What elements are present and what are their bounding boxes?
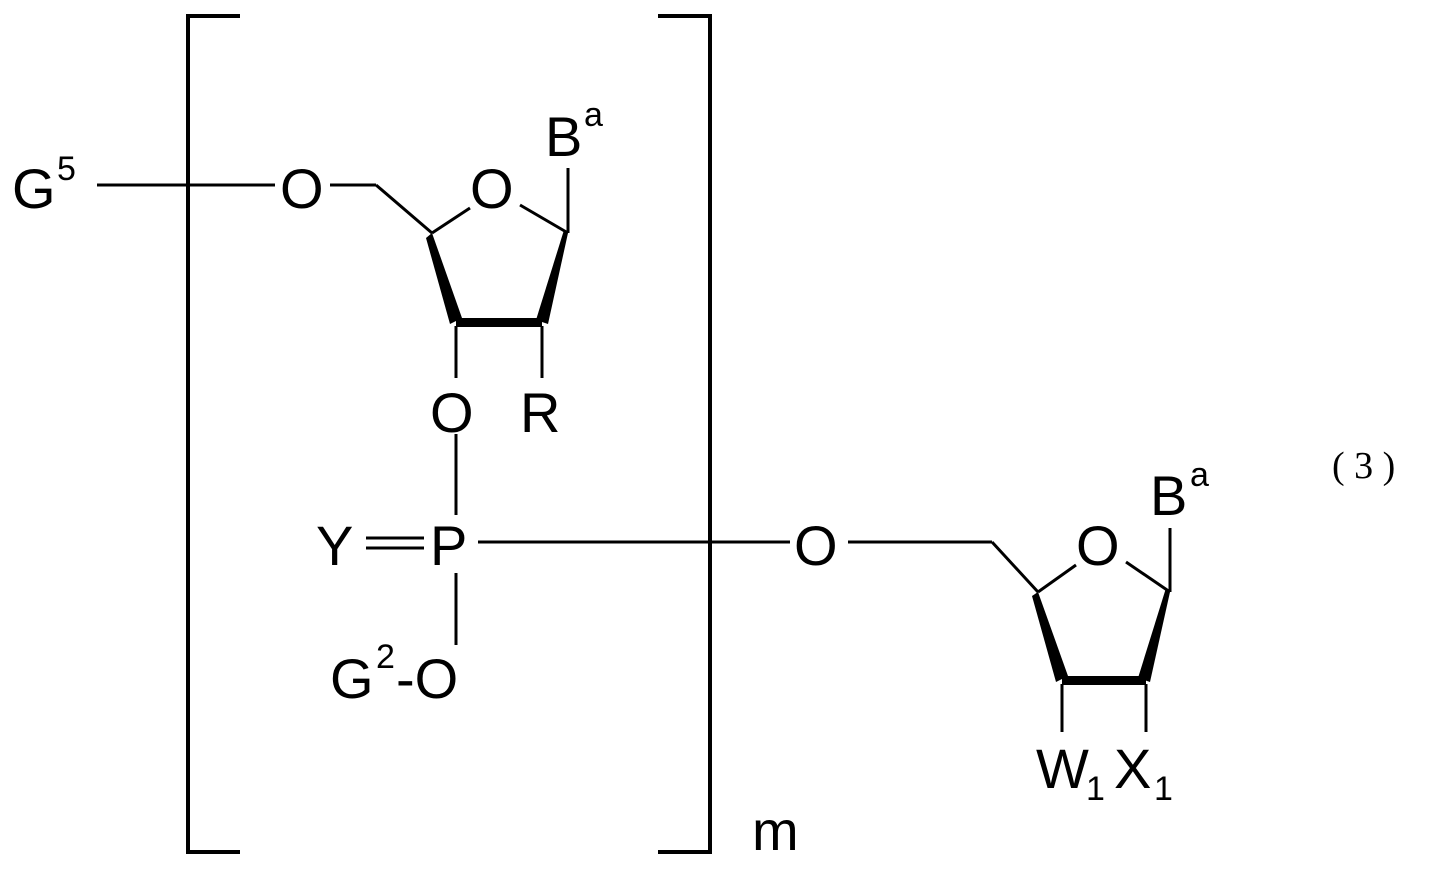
o-5prime-label: O xyxy=(280,157,324,220)
g2-label: G xyxy=(330,647,374,710)
equation-number: ( 3 ) xyxy=(1332,445,1395,487)
phosphorus-label: P xyxy=(430,514,467,577)
repeat-index-m: m xyxy=(752,799,799,862)
ring2-oxygen-label: O xyxy=(1076,514,1120,577)
w1-label: W xyxy=(1036,737,1089,800)
g5-superscript: 5 xyxy=(57,150,76,188)
r-group-label: R xyxy=(520,381,560,444)
g2-superscript: 2 xyxy=(376,638,395,676)
left-bracket xyxy=(188,16,240,852)
y-label: Y xyxy=(316,514,353,577)
x1-subscript: 1 xyxy=(1154,770,1173,808)
x1-label: X xyxy=(1114,737,1151,800)
ring1-oxygen-label: O xyxy=(470,157,514,220)
right-bracket xyxy=(658,16,710,852)
base2-label: B xyxy=(1150,464,1187,527)
w1-subscript: 1 xyxy=(1086,770,1105,808)
base2-superscript: a xyxy=(1190,456,1209,494)
o-link-label: O xyxy=(794,514,838,577)
g2-oxygen-label: -O xyxy=(396,647,458,710)
base1-superscript: a xyxy=(584,96,603,134)
o-3prime-label: O xyxy=(430,381,474,444)
base1-label: B xyxy=(545,105,582,168)
bonds xyxy=(97,168,1170,732)
g5-label: G xyxy=(12,157,56,220)
